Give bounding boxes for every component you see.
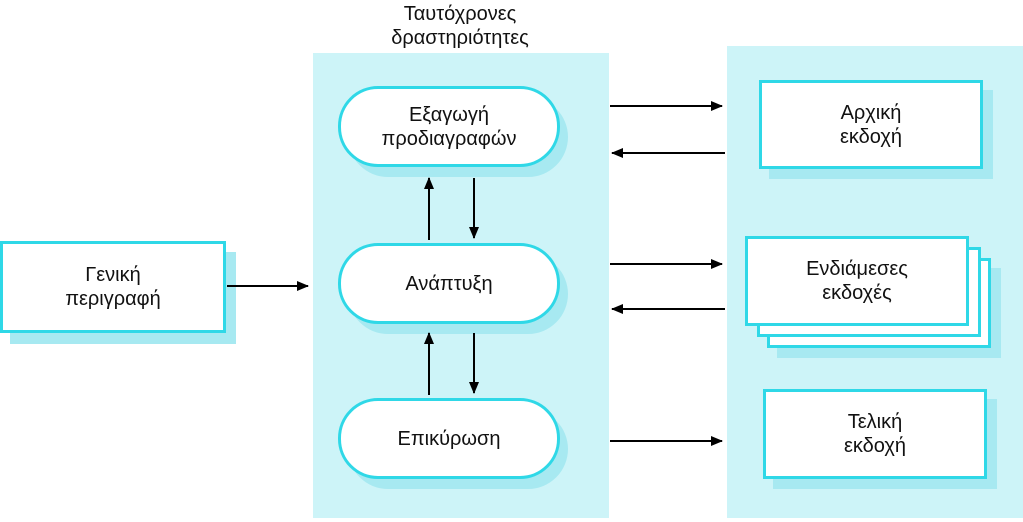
intermediate-versions-box: Ενδιάμεσες εκδοχές [745, 236, 969, 326]
final-version-label: Τελική εκδοχή [843, 411, 906, 457]
validation-activity: Επικύρωση [338, 398, 560, 479]
general-description-box: Γενική περιγραφή [0, 241, 226, 333]
specification-label: Εξαγωγή προδιαγραφών [381, 103, 517, 150]
development-label: Ανάπτυξη [405, 272, 493, 295]
initial-version-label: Αρχική εκδοχή [839, 101, 902, 148]
specification-activity: Εξαγωγή προδιαγραφών [338, 86, 560, 167]
development-activity: Ανάπτυξη [338, 243, 560, 324]
validation-label: Επικύρωση [397, 427, 501, 450]
final-version-box: Τελική εκδοχή [763, 389, 987, 479]
activities-title: Ταυτόχρονες δραστηριότητες [391, 3, 529, 49]
initial-version-box: Αρχική εκδοχή [759, 80, 983, 169]
general-description-label: Γενική περιγραφή [65, 264, 161, 310]
intermediate-versions-label: Ενδιάμεσες εκδοχές [806, 258, 908, 304]
